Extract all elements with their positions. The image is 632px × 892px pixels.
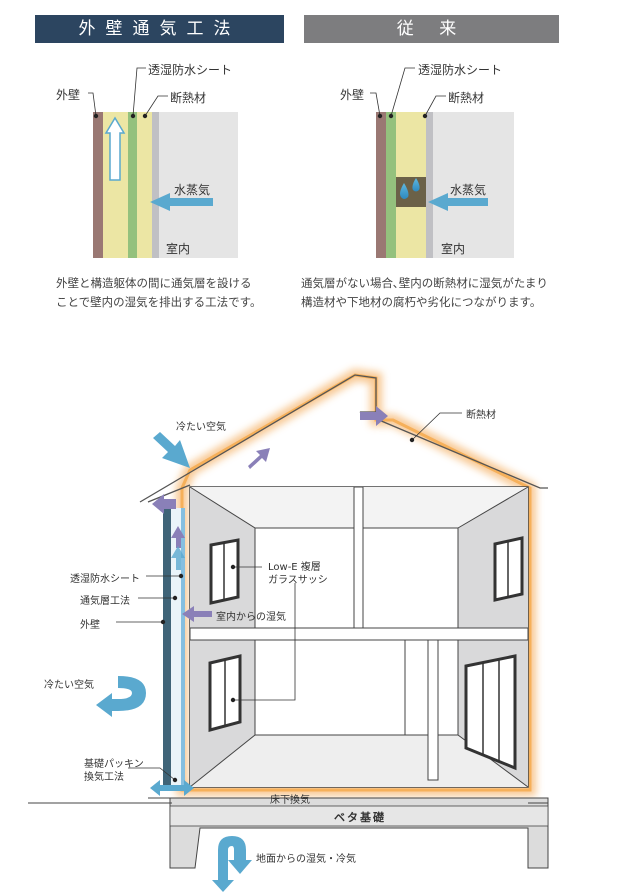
label-cold-air-side: 冷たい空気 [44,680,94,691]
right-label-wall: 外壁 [340,88,365,102]
label-insulation: 断熱材 [466,410,496,421]
vapor-arrow-icon [150,193,213,211]
exhaust-arrow-icon [152,494,176,514]
window-upper-left [209,538,240,605]
left-description-line1: 外壁と構造躯体の間に通気層を設ける [56,276,252,290]
sheet-strip [181,508,185,790]
label-packing-line1: 基礎パッキン [84,759,144,770]
left-label-sheet: 透湿防水シート [148,63,233,77]
exhaust-arrow-icon [360,406,388,426]
right-label-vapor: 水蒸気 [450,183,487,197]
right-label-sheet: 透湿防水シート [418,63,503,77]
label-packing-line2: 換気工法 [84,772,124,783]
up-arrow-icon [104,116,126,181]
window-lower-right [464,654,517,771]
label-moisture-sheet: 透湿防水シート [70,574,140,585]
water-drop-icon [400,183,409,199]
right-label-insulation: 断熱材 [448,91,485,105]
header-right: 従 来 [304,15,559,43]
header-left: 外壁通気工法 [35,15,284,43]
house-section [28,368,549,892]
window-lower-left [208,654,242,732]
insulation-layer [137,112,152,258]
outer-wall-strip [163,508,171,790]
inner-board-layer [152,112,159,258]
left-label-vapor: 水蒸気 [174,183,211,197]
exhaust-arrow-icon [248,448,270,469]
cold-air-arrow-icon [153,432,190,468]
label-window-line1: Low-E 複層 [268,562,321,573]
label-window-line2: ガラスサッシ [268,575,328,586]
left-label-insulation: 断熱材 [170,91,207,105]
label-foundation: ベタ基礎 [334,811,386,824]
right-description-line1: 通気層がない場合､壁内の断熱材に湿気がたまり [301,276,548,290]
right-wall-section [370,67,514,258]
sheet-layer [128,112,137,258]
up-arrow-icon [171,526,185,548]
left-label-room: 室内 [166,242,191,256]
label-vent-layer: 通気層工法 [80,596,130,607]
label-ground-moisture: 地面からの湿気・冷気 [256,854,356,865]
label-indoor-moisture: 室内からの湿気 [216,612,286,623]
right-description-line2: 構造材や下地材の腐朽や劣化につながります。 [301,295,542,309]
left-wall-section [88,67,238,258]
right-label-room: 室内 [441,242,466,256]
label-cold-air-roof: 冷たい空気 [176,422,226,433]
room-area [159,112,238,258]
water-drop-icon [412,178,420,192]
left-label-wall: 外壁 [56,88,81,102]
indoor-moisture-arrow-icon [182,606,212,622]
outer-wall-layer [93,112,103,258]
ground-moisture-arrow-icon [212,836,252,892]
label-underfloor-vent: 床下換気 [270,795,310,806]
left-description-line2: ことで壁内の湿気を排出する工法です。 [56,295,262,309]
u-turn-arrow-icon [96,676,146,717]
window-upper-right [493,536,524,602]
base-vent-arrow-icon [150,780,194,796]
label-outer-wall: 外壁 [80,620,100,631]
vapor-arrow-icon [428,193,488,211]
